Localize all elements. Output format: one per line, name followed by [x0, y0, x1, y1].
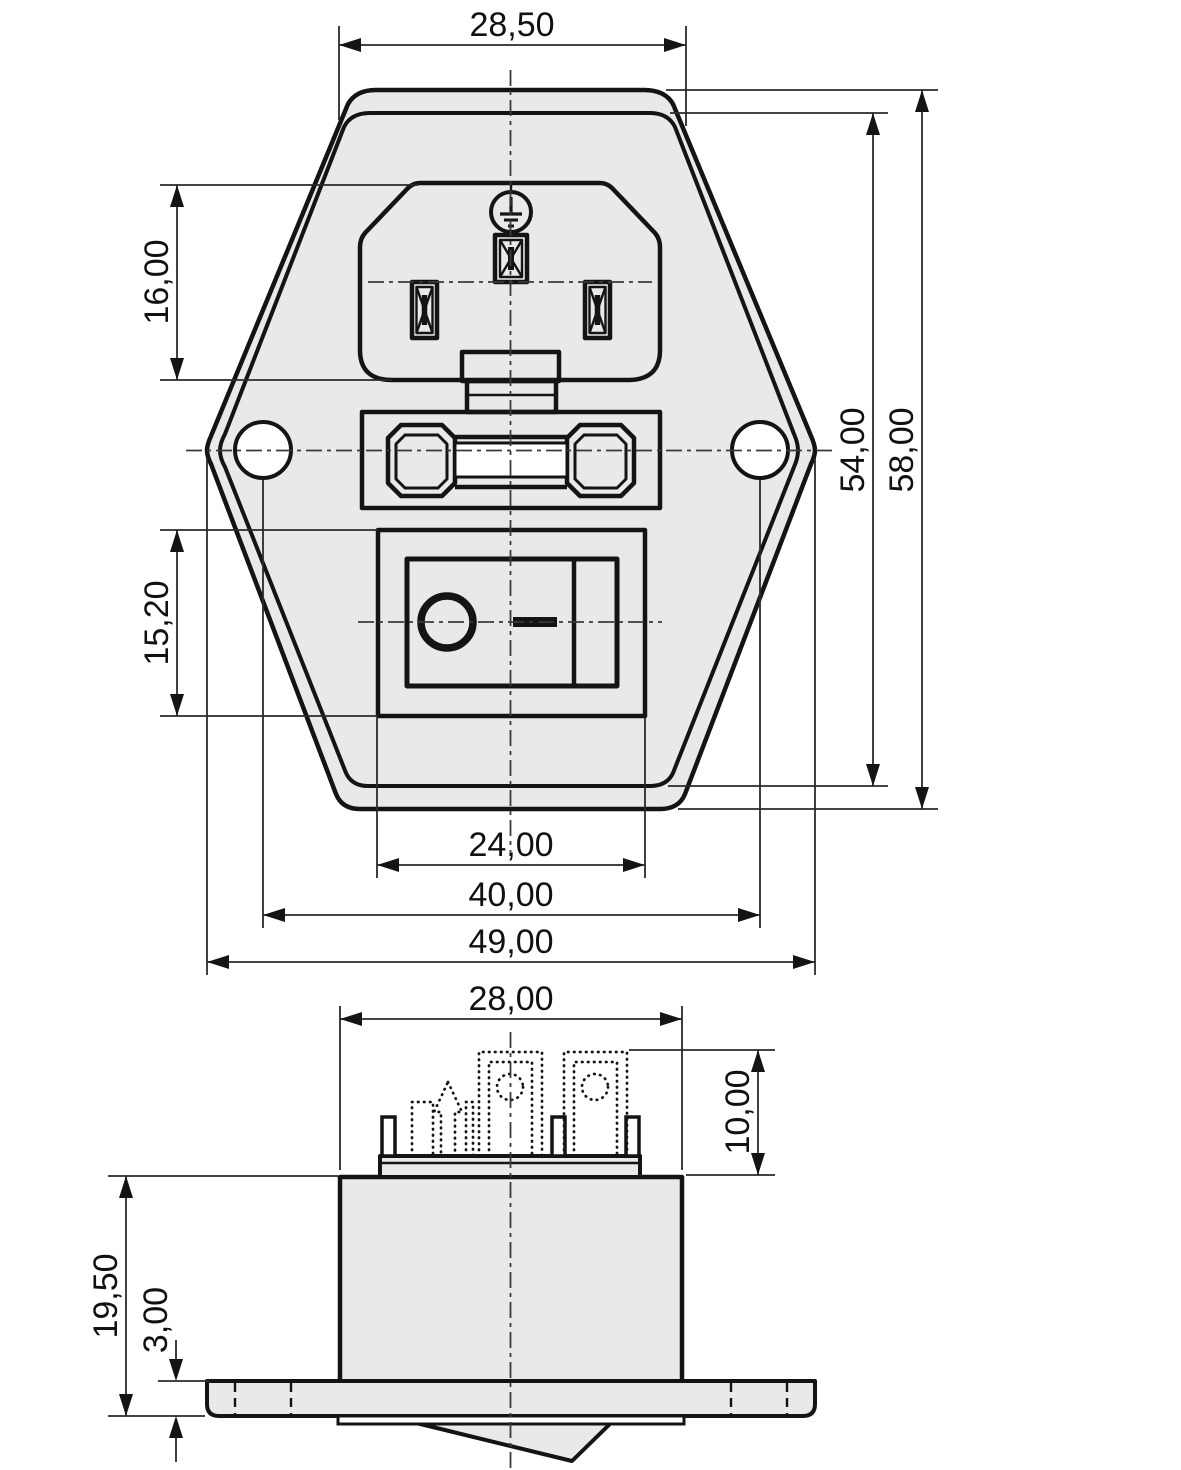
dim-body-width: 28,00	[339, 980, 683, 1170]
dim-label: 15,20	[138, 580, 176, 665]
dim-mounting-depth: 19,50	[87, 1175, 338, 1417]
dim-label: 49,00	[468, 923, 553, 961]
dim-overall-width: 49,00	[206, 458, 816, 975]
dim-switch-height: 15,20	[138, 529, 378, 717]
snap-tab	[380, 1115, 397, 1158]
snap-tab	[550, 1115, 567, 1158]
dim-overall-height: 58,00	[666, 89, 938, 810]
hidden-terminals	[410, 1050, 629, 1158]
dim-label: 10,00	[719, 1069, 757, 1154]
dimensions: 28,50 16,00 15,20 54,00	[87, 6, 938, 1462]
dim-inner-height: 54,00	[668, 112, 888, 787]
terminal-strip	[464, 1100, 475, 1158]
dim-label: 58,00	[883, 407, 921, 492]
dim-label: 28,00	[468, 980, 553, 1018]
inner-face-outline	[218, 111, 800, 788]
dim-label: 28,50	[469, 6, 554, 44]
terminal-spade	[432, 1080, 464, 1158]
dim-label: 3,00	[137, 1287, 175, 1353]
dim-hole-spacing: 40,00	[262, 480, 761, 928]
dim-label: 54,00	[834, 407, 872, 492]
dim-terminal-height: 10,00	[629, 1049, 775, 1176]
dim-label: 40,00	[468, 876, 553, 914]
terminal-hole	[580, 1072, 610, 1102]
pin-neutral	[582, 279, 613, 341]
dim-switch-width: 24,00	[376, 718, 646, 878]
switch-cutout-frame	[375, 527, 648, 719]
front-view	[186, 70, 834, 852]
side-view	[205, 1032, 817, 1468]
dim-flange-thickness: 3,00	[137, 1287, 210, 1462]
dim-label: 24,00	[468, 826, 553, 864]
rocker-body	[404, 556, 620, 689]
pin-line	[409, 279, 440, 341]
iec-c14-face	[357, 180, 663, 383]
dim-label: 19,50	[87, 1253, 125, 1338]
terminal-strip	[410, 1100, 435, 1158]
dim-label: 16,00	[138, 239, 176, 324]
dim-inlet-height: 16,00	[138, 184, 418, 381]
dim-top-width: 28,50	[338, 6, 687, 126]
